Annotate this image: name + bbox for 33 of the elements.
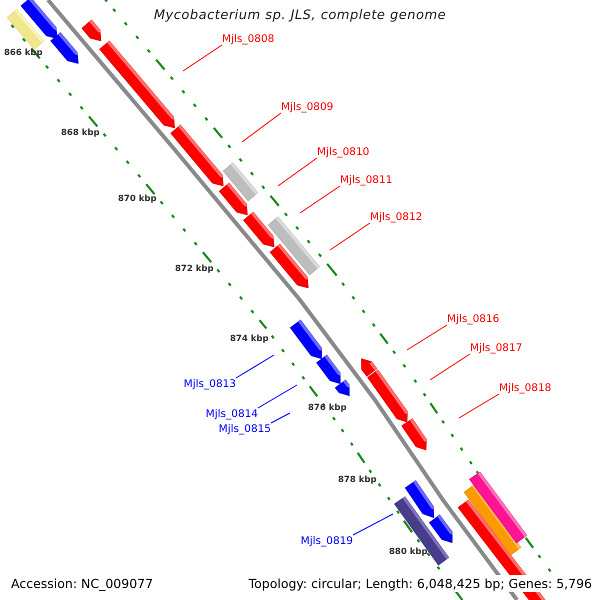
gene-label: Mjls_0817 [470,342,522,354]
gene-label: Mjls_0811 [340,174,392,186]
leader-line [236,354,274,378]
gene-label: Mjls_0815 [218,423,271,435]
scale-label: 874 kbp [230,334,269,344]
leader-line [430,354,470,380]
scale-label: 878 kbp [338,475,377,485]
title: Mycobacterium sp. JLS, complete genome [152,8,448,23]
leader-line [278,158,318,186]
leader-line [300,186,340,214]
gene-label: Mjls_0818 [499,382,552,394]
leader-line [330,222,370,250]
scale-label: 880 kbp [389,547,428,557]
gene-label: Mjls_0813 [184,378,236,390]
leader-line [270,412,290,424]
leader-line [258,384,298,408]
scale-label: 872 kbp [175,264,214,274]
leader-line [242,112,282,142]
leader-line [406,324,448,350]
leader-line [352,514,394,536]
gene-label: Mjls_0812 [370,211,422,223]
leader-line [182,44,222,72]
gene-label: Mjls_0819 [300,535,353,547]
gene-label: Mjls_0810 [317,146,370,158]
footer-text: Topology: circular; Length: 6,048,425 bp; Genes: 5,796 [246,575,594,592]
scale-label: 876 kbp [308,403,347,413]
gene-label: Mjls_0809 [281,101,334,113]
scale-label: 870 kbp [118,194,157,204]
leader-line [458,394,500,418]
gene-label: Mjls_0814 [206,408,258,420]
scale-label: 868 kbp [61,128,100,138]
gene-label: Mjls_0816 [447,313,500,325]
gene-label: Mjls_0808 [222,33,274,45]
